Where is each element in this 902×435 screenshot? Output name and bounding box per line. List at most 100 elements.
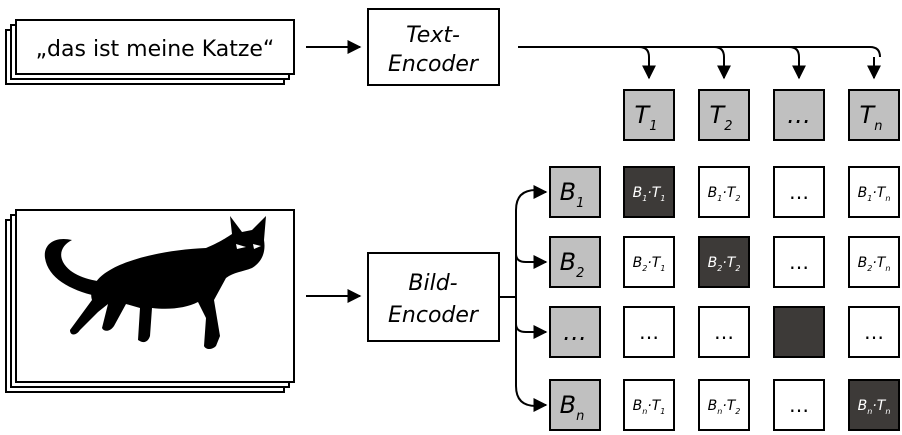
text-embedding-label-subscript: 2 (724, 119, 732, 134)
image-embedding-box (549, 166, 601, 218)
text-encoder-box: Text- Encoder (367, 8, 500, 86)
product-b-base: B (858, 398, 868, 414)
image-embedding-label-base: B (560, 248, 576, 276)
product-t-base: T (877, 255, 887, 271)
matrix-cell-2-3: … (773, 236, 825, 288)
text-embedding-label: T2 (710, 101, 733, 134)
text-embedding-box (623, 89, 675, 141)
matrix-cell-ellipsis: … (789, 180, 809, 204)
image-encoder-box: Bild- Encoder (367, 252, 500, 342)
product-b-base: B (708, 185, 718, 201)
image-encoder-line1: Bild- (408, 271, 457, 296)
product-b-index: 1 (642, 194, 647, 203)
matrix-cell-4-1: Bn·T1 (623, 379, 675, 431)
product-t-base: T (877, 398, 887, 414)
product-b-index: n (642, 407, 647, 416)
text-embedding-label-base: T (635, 101, 652, 129)
image-embedding-box (549, 306, 601, 358)
matrix-cell-ellipsis: … (864, 320, 884, 344)
product-t-index: 2 (735, 407, 740, 416)
text-encoder-line1: Text- (406, 23, 460, 48)
product-dot: · (647, 185, 651, 201)
matrix-cell-box (773, 379, 825, 431)
matrix-cell-box (623, 379, 675, 431)
image-embedding-2: B2 (549, 236, 601, 288)
image-embedding-label: B2 (560, 248, 585, 281)
text-embedding-label-base: T (710, 101, 727, 129)
image-output-bracket (499, 189, 537, 407)
product-t-base: T (727, 255, 737, 271)
product-b-base: B (633, 255, 643, 271)
image-branch-arrow-3 (515, 323, 548, 339)
matrix-cell-box (773, 236, 825, 288)
matrix-cell-3-2: … (698, 306, 750, 358)
product-dot: · (722, 398, 726, 414)
product-dot: · (647, 398, 651, 414)
matrix-cell-box (773, 166, 825, 218)
matrix-cell-box (773, 306, 825, 358)
product-b-index: 2 (867, 264, 872, 273)
text-embedding-label-subscript: 1 (649, 119, 657, 134)
matrix-cell-product: Bn·Tn (858, 398, 891, 416)
image-embedding-label-base: B (560, 178, 576, 206)
product-t-index: 2 (735, 264, 740, 273)
text-embedding-box (848, 89, 900, 141)
matrix-cell-ellipsis: … (789, 393, 809, 417)
product-t-base: T (652, 398, 662, 414)
product-t-base: T (652, 255, 662, 271)
image-embedding-label: B1 (560, 178, 585, 211)
text-output-bus (518, 46, 881, 58)
image-embedding-box (549, 236, 601, 288)
text-drop-arrow-2 (713, 46, 731, 80)
product-b-base: B (633, 398, 643, 414)
product-b-index: 1 (867, 194, 872, 203)
product-dot: · (872, 255, 876, 271)
product-dot: · (872, 398, 876, 414)
product-t-base: T (877, 185, 887, 201)
product-dot: · (722, 185, 726, 201)
text-encoder-line2: Encoder (388, 52, 480, 77)
text-embedding-box (773, 89, 825, 141)
matrix-cell-ellipsis: … (714, 320, 734, 344)
matrix-cell-box (848, 166, 900, 218)
matrix-cell-box (698, 236, 750, 288)
matrix-cell-4-4: Bn·Tn (848, 379, 900, 431)
product-b-index: 1 (717, 194, 722, 203)
matrix-cell-box (698, 379, 750, 431)
text-embedding-label-base: T (860, 101, 877, 129)
matrix-cell-2-4: B2·Tn (848, 236, 900, 288)
product-t-index: 2 (735, 194, 740, 203)
text-embedding-4: Tn (848, 89, 900, 141)
text-embedding-2: T2 (698, 89, 750, 141)
product-dot: · (872, 185, 876, 201)
text-embedding-label-subscript: n (874, 119, 882, 134)
matrix-cell-4-2: Bn·T2 (698, 379, 750, 431)
image-embedding-label: … (563, 318, 587, 346)
image-embedding-4: Bn (549, 379, 601, 431)
image-encoder-line2: Encoder (388, 303, 480, 328)
matrix-cell-box (623, 166, 675, 218)
image-branch-arrow-2 (515, 253, 548, 269)
product-b-base: B (708, 255, 718, 271)
product-dot: · (722, 255, 726, 271)
matrix-cell-3-4: … (848, 306, 900, 358)
product-t-index: 1 (660, 264, 665, 273)
matrix-cell-box (623, 236, 675, 288)
product-b-index: 2 (642, 264, 647, 273)
product-t-index: n (885, 194, 890, 203)
matrix-cell-box (848, 379, 900, 431)
product-t-base: T (727, 185, 737, 201)
text-embedding-label: T1 (635, 101, 658, 134)
matrix-cell-product: Bn·T2 (708, 398, 741, 416)
text-caption: „das ist meine Katze“ (36, 37, 275, 62)
matrix-cell-1-1: B1·T1 (623, 166, 675, 218)
image-embedding-label-subscript: 1 (576, 196, 584, 211)
matrix-cell-box (623, 306, 675, 358)
product-t-base: T (727, 398, 737, 414)
matrix-cell-product: B2·Tn (858, 255, 891, 273)
text-embedding-label: Tn (860, 101, 883, 134)
text-drop-arrow-3 (788, 46, 806, 80)
